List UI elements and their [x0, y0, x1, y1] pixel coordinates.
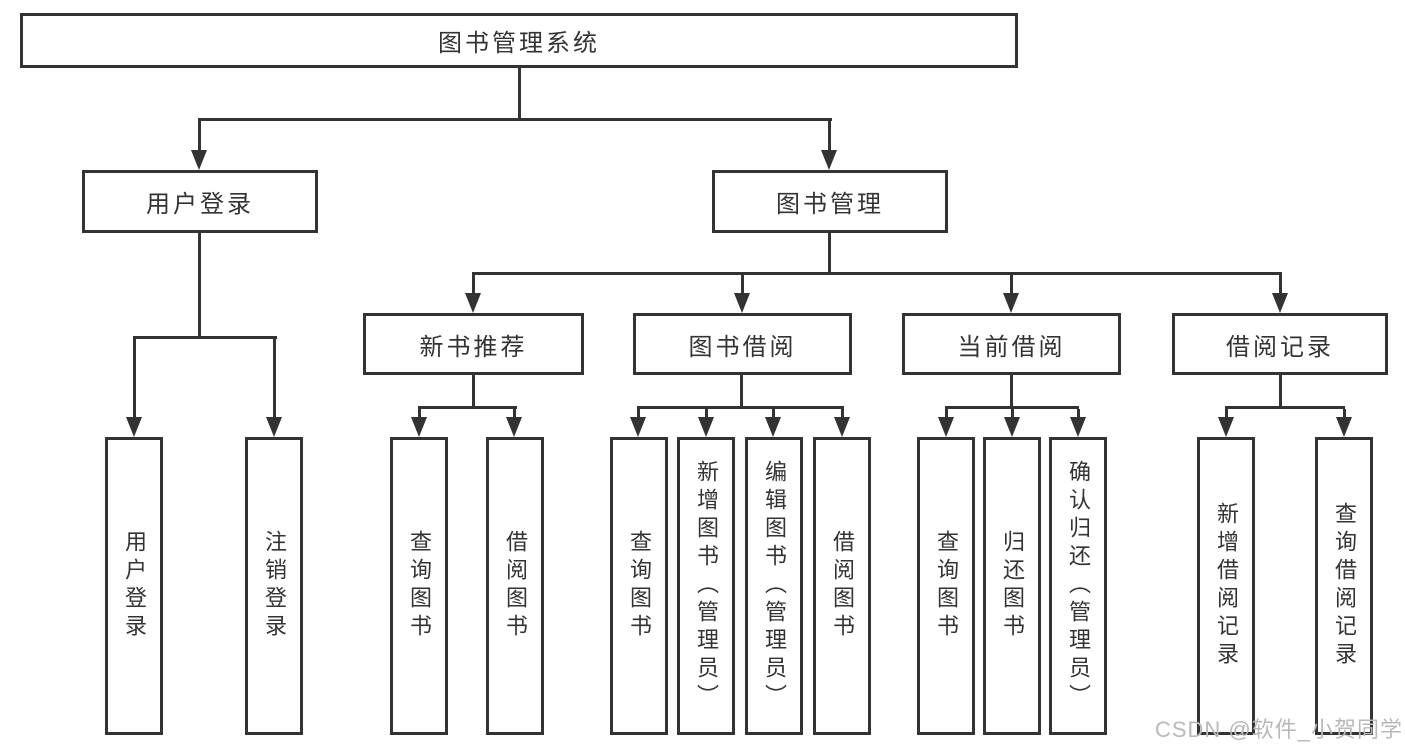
node-add-borrow-record: 新增借阅记录: [1197, 437, 1255, 735]
node-query-books-recommend: 查询图书: [390, 437, 448, 735]
node-query-books-borrowing: 查询图书: [610, 437, 668, 735]
node-confirm-return-admin: 确认归还（管理员）: [1049, 437, 1107, 735]
arrow-down-icon: [765, 417, 781, 437]
node-edit-book-admin: 编辑图书（管理员）: [745, 437, 803, 735]
arrow-down-icon: [1003, 293, 1019, 313]
arrow-down-icon: [630, 417, 646, 437]
node-borrow-books-leaf: 借阅图书: [813, 437, 871, 735]
connector-line: [945, 406, 1079, 409]
arrow-down-icon: [1336, 417, 1352, 437]
connector-line: [1225, 409, 1228, 417]
connector-line: [828, 121, 831, 152]
connector-line: [273, 339, 276, 417]
connector-line: [705, 409, 708, 417]
node-book-borrowing: 图书借阅: [633, 313, 852, 375]
connector-line: [133, 336, 277, 339]
arrow-down-icon: [191, 150, 207, 170]
connector-line: [637, 406, 844, 409]
connector-line: [472, 272, 1282, 275]
arrow-down-icon: [506, 417, 522, 437]
connector-line: [841, 409, 844, 417]
arrow-down-icon: [1272, 293, 1288, 313]
node-user-login-branch: 用户登录: [82, 170, 318, 233]
arrow-down-icon: [411, 417, 427, 437]
connector-line: [513, 409, 516, 417]
node-logout: 注销登录: [245, 437, 303, 735]
connector-line: [198, 233, 201, 338]
connector-line: [740, 375, 743, 408]
arrow-down-icon: [834, 417, 850, 437]
node-user-login-leaf: 用户登录: [105, 437, 163, 735]
arrow-down-icon: [465, 293, 481, 313]
node-return-books: 归还图书: [983, 437, 1041, 735]
connector-line: [418, 406, 517, 409]
connector-line: [1011, 409, 1014, 417]
arrow-down-icon: [1004, 417, 1020, 437]
connector-line: [772, 409, 775, 417]
connector-line: [1343, 409, 1346, 417]
node-library-management-system: 图书管理系统: [20, 13, 1018, 68]
connector-line: [1279, 375, 1282, 408]
node-borrowing-records: 借阅记录: [1172, 313, 1388, 375]
node-new-book-recommendation: 新书推荐: [363, 313, 584, 375]
arrow-down-icon: [126, 417, 142, 437]
connector-line: [472, 375, 475, 408]
connector-line: [1225, 406, 1345, 409]
node-add-book-admin: 新增图书（管理员）: [677, 437, 735, 735]
connector-line: [198, 121, 201, 152]
node-query-borrow-record: 查询借阅记录: [1315, 437, 1373, 735]
connector-line: [472, 275, 475, 293]
connector-line: [828, 233, 831, 274]
connector-line: [133, 339, 136, 417]
connector-line: [637, 409, 640, 417]
connector-line: [1077, 409, 1080, 417]
node-book-management: 图书管理: [712, 170, 948, 233]
arrow-down-icon: [938, 417, 954, 437]
connector-line: [945, 409, 948, 417]
arrow-down-icon: [1070, 417, 1086, 437]
arrow-down-icon: [1218, 417, 1234, 437]
node-borrow-books-recommend: 借阅图书: [486, 437, 544, 735]
arrow-down-icon: [821, 150, 837, 170]
connector-line: [518, 68, 521, 121]
node-current-borrowing: 当前借阅: [902, 313, 1121, 375]
connector-line: [198, 118, 832, 121]
connector-line: [1010, 375, 1013, 408]
arrow-down-icon: [266, 417, 282, 437]
connector-line: [418, 409, 421, 417]
connector-line: [1010, 275, 1013, 293]
arrow-down-icon: [734, 293, 750, 313]
csdn-watermark: CSDN @软件_小贺同学: [1154, 717, 1403, 742]
connector-line: [741, 275, 744, 293]
node-query-books-current: 查询图书: [917, 437, 975, 735]
arrow-down-icon: [698, 417, 714, 437]
connector-line: [1279, 275, 1282, 293]
